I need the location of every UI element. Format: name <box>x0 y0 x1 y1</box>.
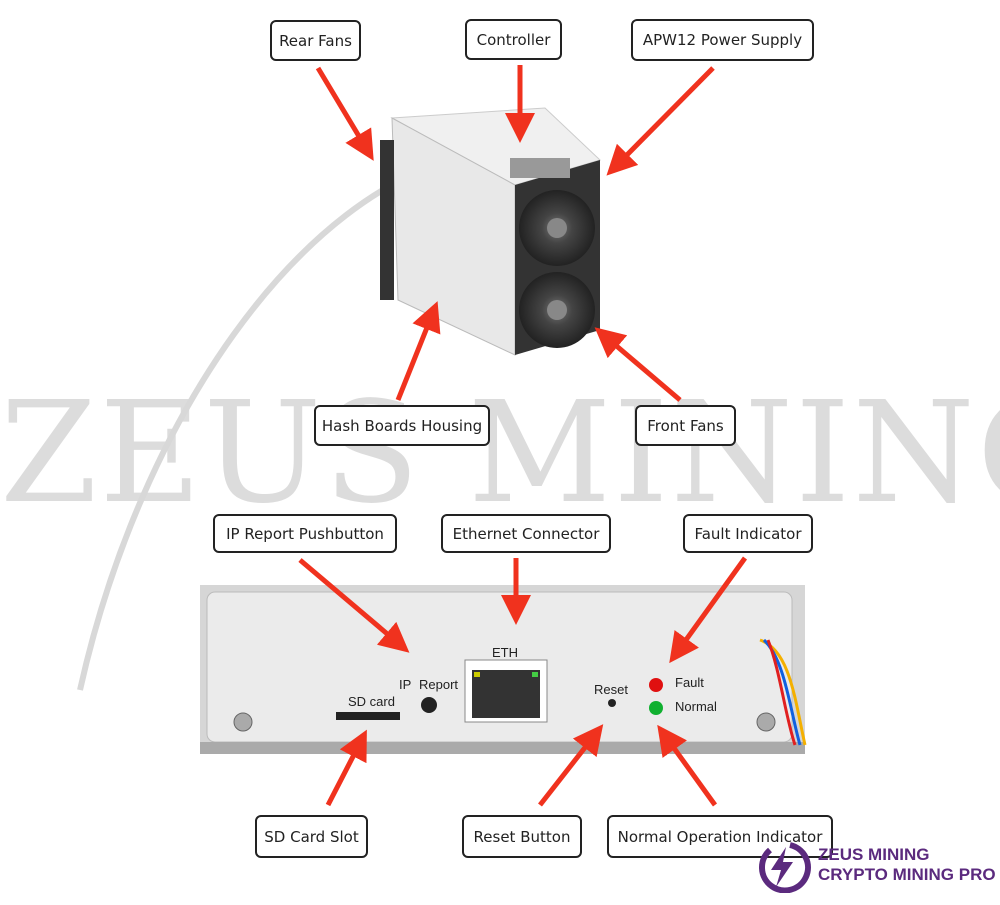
panel-sd-card-text: SD card <box>348 694 395 709</box>
logo-line1: ZEUS MINING <box>818 845 930 864</box>
panel-ip-text: IP <box>399 677 412 692</box>
arrow-reset <box>538 724 604 807</box>
arrow-sd-slot <box>325 729 367 807</box>
label-sd-slot: SD Card Slot <box>255 815 368 858</box>
label-rear-fans: Rear Fans <box>270 20 361 61</box>
label-normal: Normal Operation Indicator <box>607 815 833 858</box>
arrow-normal <box>657 724 718 807</box>
panel-eth-text: ETH <box>492 645 518 660</box>
reset-hole <box>608 699 616 707</box>
label-controller: Controller <box>465 19 562 60</box>
ip-report-button <box>421 697 437 713</box>
fault-led <box>649 678 663 692</box>
arrow-front-fans <box>594 327 682 402</box>
arrow-fault <box>669 556 748 664</box>
screw-left <box>233 712 253 732</box>
label-ip-report: IP Report Pushbutton <box>213 514 397 553</box>
arrow-power-supply <box>606 66 715 176</box>
lightning-logo-icon <box>758 842 811 894</box>
label-fault: Fault Indicator <box>683 514 813 553</box>
arrow-ip-report <box>298 558 410 653</box>
label-hash-boards: Hash Boards Housing <box>314 405 490 446</box>
logo-line2: CRYPTO MINING PRO <box>818 865 996 884</box>
label-ethernet: Ethernet Connector <box>441 514 611 553</box>
panel-normal-text: Normal <box>675 699 717 714</box>
panel-report-text: Report <box>419 677 459 692</box>
control-panel-image <box>200 585 807 754</box>
label-power-supply: APW12 Power Supply <box>631 19 814 61</box>
panel-fault-text: Fault <box>675 675 704 690</box>
sd-card-slot <box>336 712 400 720</box>
ethernet-port <box>472 670 540 718</box>
label-reset: Reset Button <box>462 815 582 858</box>
screw-right <box>756 712 776 732</box>
label-front-fans: Front Fans <box>635 405 736 446</box>
panel-reset-text: Reset <box>594 682 628 697</box>
miner-image <box>380 107 601 356</box>
arrow-hash-boards <box>395 301 441 401</box>
normal-led <box>649 701 663 715</box>
zeus-mining-logo: ZEUS MINING CRYPTO MINING PRO <box>756 841 996 894</box>
arrow-rear-fans <box>315 66 374 161</box>
watermark: ZEUS MINING <box>0 372 1000 535</box>
